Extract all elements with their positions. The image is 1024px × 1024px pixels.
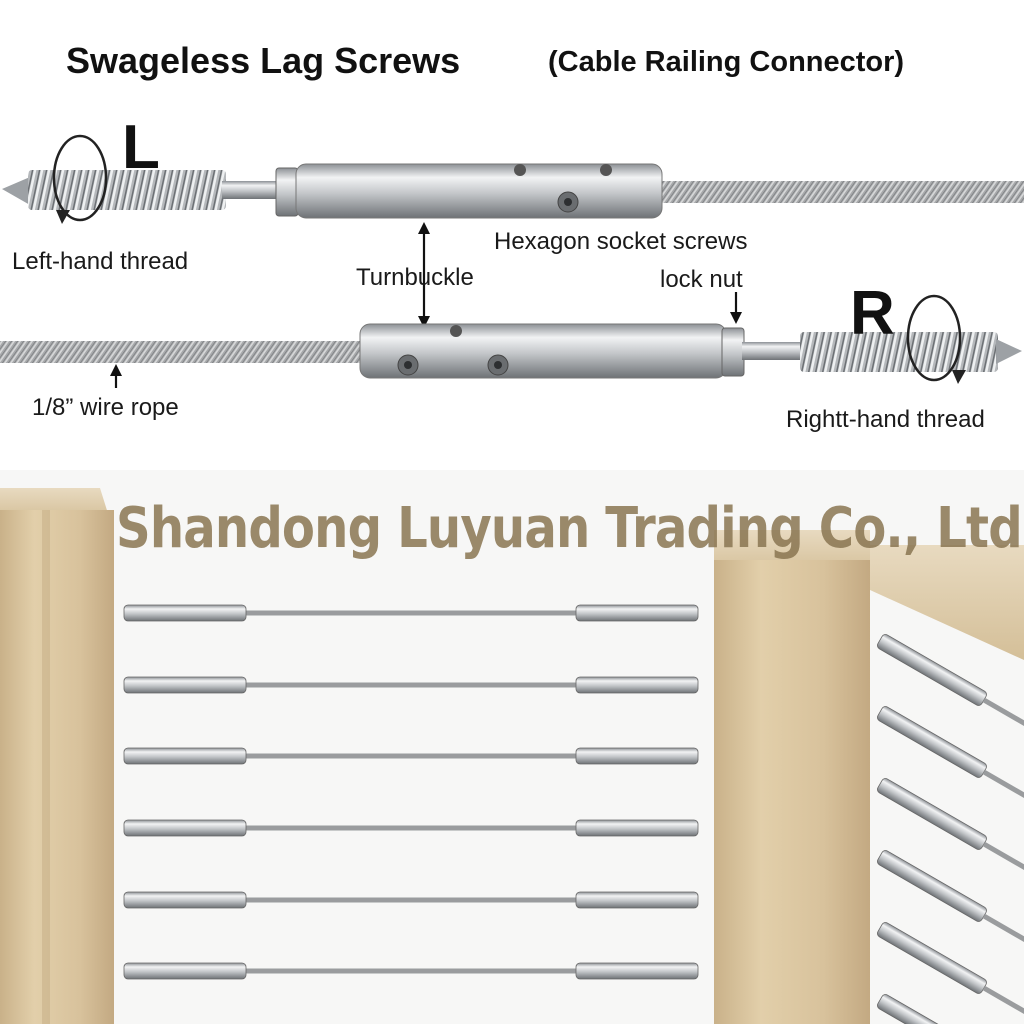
screw-shank-right — [742, 342, 804, 360]
left-thread-label: Left-hand thread — [12, 248, 189, 275]
cable-run — [123, 962, 699, 980]
right-lag-screw-assembly — [0, 294, 1022, 384]
wire-rope-bottom — [0, 341, 362, 363]
lag-screw-thread-left — [28, 170, 226, 210]
lock-nut-left — [275, 167, 299, 217]
hex-socket — [494, 361, 502, 369]
right-thread-label: Rightt-hand thread — [786, 406, 985, 433]
turnbuckle-label: Turnbuckle — [356, 264, 474, 291]
hex-socket — [404, 361, 412, 369]
wire-rope-label: 1/8” wire rope — [32, 394, 179, 421]
callout-arrows — [110, 222, 742, 388]
hex-socket — [564, 198, 572, 206]
wire-rope-top — [662, 181, 1024, 203]
lock-nut-right — [721, 327, 745, 377]
hex-screws-label: Hexagon socket screws — [494, 228, 748, 255]
screw-tip-left — [2, 177, 30, 205]
angled-cable-runs — [877, 634, 1024, 1024]
hex-screw-hole — [450, 325, 462, 337]
page-title: Swageless Lag Screws — [66, 40, 461, 81]
cable-runs — [123, 604, 699, 980]
lag-screw-thread-right — [800, 332, 998, 372]
cable-run — [123, 819, 699, 837]
left-letter-label: L — [122, 113, 160, 182]
screw-shank-left — [222, 181, 282, 199]
hex-screw-hole — [600, 164, 612, 176]
left-lag-screw-assembly — [2, 134, 1024, 224]
left-rotation-arrowhead — [56, 210, 70, 224]
right-rotation-arrowhead — [952, 370, 966, 384]
left-rotation-arrow — [52, 134, 108, 222]
lock-nut-label: lock nut — [660, 266, 743, 293]
page-subtitle: (Cable Railing Connector) — [548, 46, 905, 78]
right-letter-label: R — [850, 279, 895, 348]
cable-run — [123, 747, 699, 765]
cable-run — [123, 891, 699, 909]
cable-run — [123, 676, 699, 694]
hex-screw-hole — [514, 164, 526, 176]
company-watermark: Shandong Luyuan Trading Co., Ltd. — [116, 496, 1024, 561]
railing-photo — [0, 470, 1024, 1024]
cable-run — [123, 604, 699, 622]
screw-tip-right — [996, 339, 1022, 364]
wood-rail-right — [870, 545, 1024, 660]
wood-post-middle — [714, 560, 870, 1024]
wood-post-left — [0, 510, 114, 1024]
right-rotation-arrow — [906, 294, 962, 382]
